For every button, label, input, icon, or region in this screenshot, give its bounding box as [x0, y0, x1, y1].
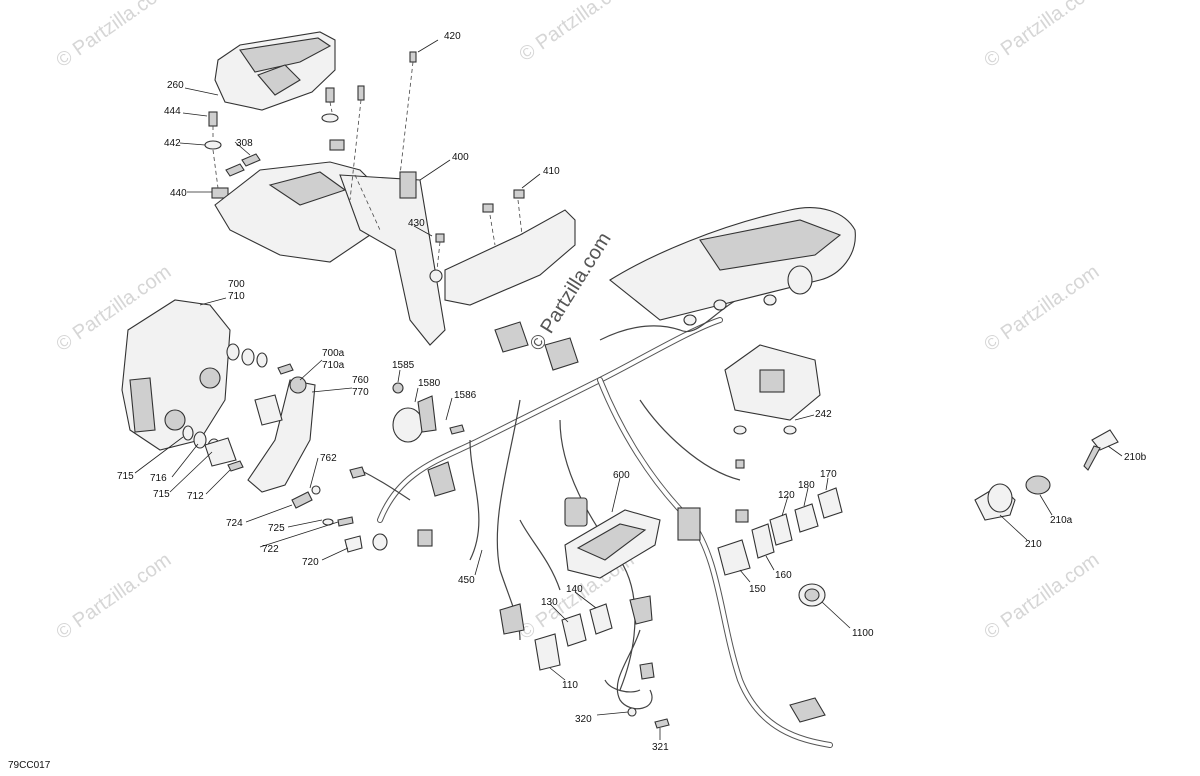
callout-242: 242	[815, 409, 832, 420]
callout-150: 150	[749, 584, 766, 595]
watermark-1: © Partzilla.com	[52, 0, 175, 72]
callout-210b: 210b	[1124, 452, 1147, 463]
callout-1586: 1586	[454, 390, 477, 401]
callout-450: 450	[458, 575, 475, 586]
relays	[677, 487, 843, 576]
bracket-tray	[214, 161, 446, 346]
ignition-210	[974, 429, 1119, 521]
guide-c	[349, 99, 362, 201]
connectors-lower	[499, 595, 653, 671]
callout-715-second: 715	[153, 489, 170, 500]
rail-410	[444, 189, 576, 306]
callout-1100: 1100	[852, 628, 874, 639]
callout-130: 130	[541, 597, 558, 608]
cover-260	[214, 31, 336, 111]
callout-308: 308	[236, 138, 253, 149]
callout-722: 722	[262, 544, 279, 555]
display-600	[564, 497, 661, 579]
watermark-2: © Partzilla.com	[515, 0, 638, 66]
guide-e	[212, 149, 219, 189]
callout-430: 430	[408, 218, 425, 229]
connectors-upper	[349, 321, 579, 551]
adjuster-725	[291, 485, 363, 553]
callout-420: 420	[444, 31, 461, 42]
callout-210: 210	[1025, 539, 1042, 550]
callout-120: 120	[778, 490, 795, 501]
callout-400: 400	[452, 152, 469, 163]
guide-f	[354, 174, 381, 231]
callout-700: 700	[228, 279, 245, 290]
callout-724: 724	[226, 518, 243, 529]
bolts-308	[225, 153, 261, 177]
drawing	[121, 31, 1119, 748]
module-242	[724, 344, 821, 469]
guide-b	[329, 101, 333, 113]
watermark-8: © Partzilla.com	[980, 549, 1103, 644]
watermark-5: © Partzilla.com	[980, 261, 1103, 356]
callout-440: 440	[170, 188, 187, 199]
figure-code: 79CC017	[8, 760, 51, 771]
callout-770: 770	[352, 387, 369, 398]
callout-170: 170	[820, 469, 837, 480]
callout-762: 762	[320, 453, 337, 464]
callout-1580: 1580	[418, 378, 441, 389]
headlight-bracket-760	[204, 376, 316, 493]
clip-440	[211, 187, 229, 199]
frame-upper-right	[609, 207, 856, 326]
callout-444: 444	[164, 106, 181, 117]
guide-d	[399, 61, 414, 176]
leaders	[134, 39, 1123, 740]
callout-760: 760	[352, 375, 369, 386]
callout-710: 710	[228, 291, 245, 302]
callout-600: 600	[613, 470, 630, 481]
fastener-430	[429, 233, 445, 283]
callout-710a: 710a	[322, 360, 345, 371]
callout-160: 160	[775, 570, 792, 581]
horn-1580	[392, 382, 465, 443]
callout-715: 715	[117, 471, 134, 482]
callout-716: 716	[150, 473, 167, 484]
watermark-6: © Partzilla.com	[52, 549, 175, 644]
callout-720: 720	[302, 557, 319, 568]
watermark-3: © Partzilla.com	[980, 0, 1103, 72]
callout-140: 140	[566, 584, 583, 595]
headlight-housing-700	[121, 299, 231, 451]
clip-440b	[329, 139, 345, 151]
callout-712: 712	[187, 491, 204, 502]
callout-260: 260	[167, 80, 184, 91]
callout-110: 110	[562, 680, 578, 691]
callout-321: 321	[652, 742, 669, 753]
callout-180: 180	[798, 480, 815, 491]
callout-442: 442	[164, 138, 181, 149]
callout-700a: 700a	[322, 348, 345, 359]
callouts: 420 260 444 308 442 400 440 410 430 700 …	[117, 31, 1147, 753]
outlet-1100	[798, 583, 826, 607]
callout-210a: 210a	[1050, 515, 1073, 526]
wiring-harness	[359, 289, 833, 748]
callout-725: 725	[268, 523, 285, 534]
subharness-320	[604, 629, 826, 729]
callout-1585: 1585	[392, 360, 415, 371]
callout-410: 410	[543, 166, 560, 177]
callout-320: 320	[575, 714, 592, 725]
